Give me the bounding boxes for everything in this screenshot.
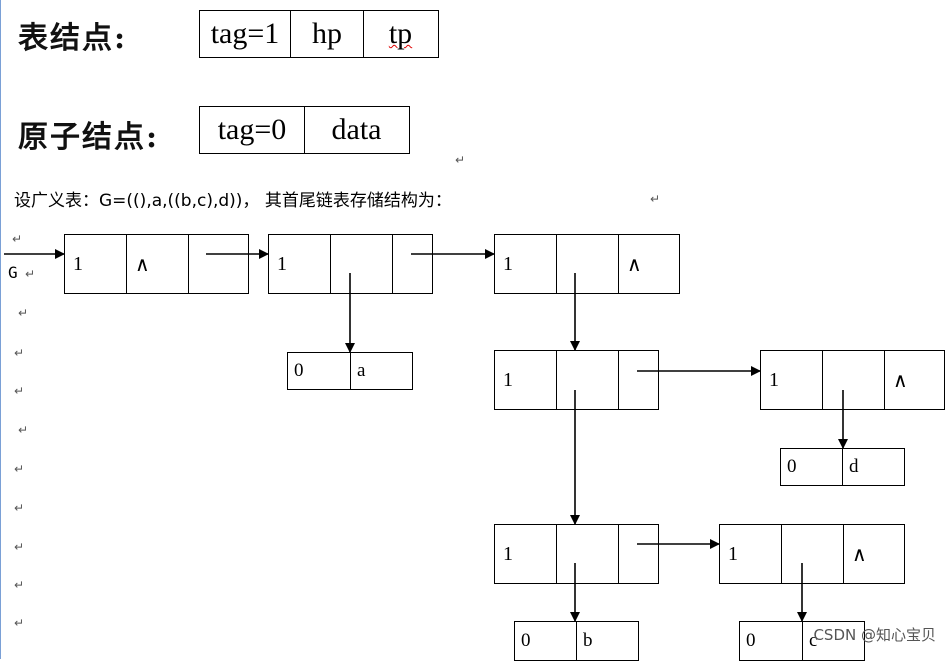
list-node-5: 1 ∧ [760, 350, 945, 410]
tag-cell: 0 [515, 622, 577, 660]
tag-cell: 1 [495, 351, 557, 409]
tag-cell: 1 [720, 525, 782, 583]
data-cell: a [357, 360, 366, 381]
return-mark: ↵ [14, 578, 25, 592]
data-field: data [331, 113, 382, 146]
data-cell: c [809, 630, 818, 651]
tag-field: tag=1 [200, 11, 291, 57]
hp-cell [823, 351, 885, 409]
tp-field: tp [388, 17, 413, 50]
tag-cell: 1 [761, 351, 823, 409]
atom-node-a: 0 a [287, 352, 413, 390]
table-node-format: tag=1 hp tp [199, 10, 439, 58]
head-pointer-label: G [8, 263, 18, 282]
return-mark: ↵ [14, 540, 25, 554]
tag-cell: 1 [495, 525, 557, 583]
tp-nil-cell: ∧ [627, 252, 642, 276]
return-mark: ↵ [25, 267, 36, 281]
hp-cell [557, 351, 619, 409]
hp-cell [331, 235, 393, 293]
tp-nil-cell: ∧ [852, 542, 867, 566]
tag-cell: 1 [269, 235, 331, 293]
data-cell: b [583, 630, 593, 651]
return-mark: ↵ [18, 423, 29, 437]
return-mark: ↵ [14, 501, 25, 515]
hp-cell [782, 525, 844, 583]
list-node-3: 1 ∧ [494, 234, 680, 294]
page-left-border [0, 0, 1, 659]
hp-cell [557, 525, 619, 583]
atom-node-b: 0 b [514, 621, 639, 661]
data-cell: d [849, 456, 859, 477]
return-mark: ↵ [14, 616, 25, 630]
tag-cell: 1 [495, 235, 557, 293]
return-mark: ↵ [14, 462, 25, 476]
watermark: CSDN @知心宝贝 [813, 626, 936, 644]
atom-node-heading: 原子结点: [18, 120, 160, 155]
tp-nil-cell: ∧ [893, 368, 908, 392]
table-node-heading: 表结点: [18, 21, 128, 56]
return-mark: ↵ [14, 384, 25, 398]
tag-cell: 0 [781, 449, 843, 485]
list-node-4: 1 [494, 350, 659, 410]
tag-field: tag=0 [200, 107, 305, 153]
return-mark: ↵ [12, 232, 23, 246]
tag-cell: 1 [65, 235, 127, 293]
atom-node-format: tag=0 data [199, 106, 410, 154]
hp-field: hp [291, 11, 364, 57]
return-mark: ↵ [14, 346, 25, 360]
hp-nil-cell: ∧ [127, 235, 189, 293]
return-mark: ↵ [455, 153, 466, 167]
list-node-1: 1 ∧ [64, 234, 249, 294]
description-text: 设广义表：G=((),a,((b,c),d))， 其首尾链表存储结构为： [14, 191, 452, 211]
tag-cell: 0 [740, 622, 803, 660]
atom-node-d: 0 d [780, 448, 905, 486]
hp-cell [557, 235, 619, 293]
tag-cell: 0 [288, 353, 351, 389]
return-mark: ↵ [18, 306, 29, 320]
return-mark: ↵ [650, 192, 661, 206]
list-node-7: 1 ∧ [719, 524, 905, 584]
list-node-6: 1 [494, 524, 659, 584]
